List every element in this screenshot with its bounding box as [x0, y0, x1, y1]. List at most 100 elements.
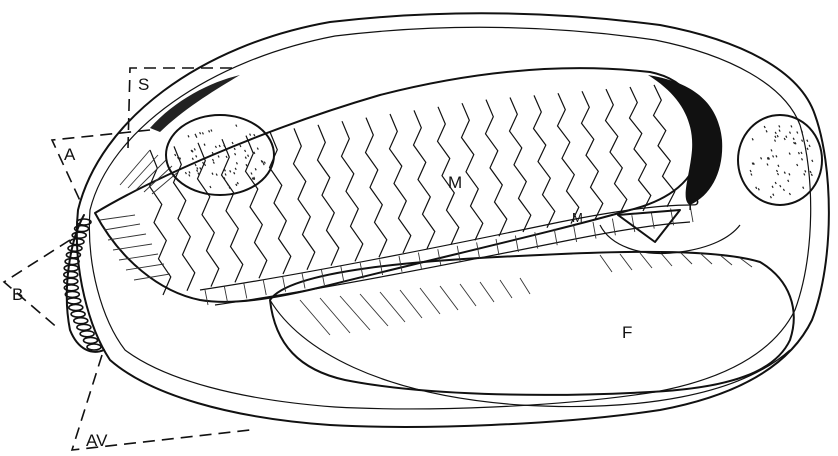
stipple-dot: [195, 164, 196, 166]
stipple-dot: [189, 174, 190, 176]
stipple-dot: [761, 157, 762, 159]
stipple-dot: [219, 145, 220, 147]
stipple-dot: [200, 167, 201, 169]
mantle-striation: [510, 98, 531, 233]
stipple-dot: [225, 174, 226, 176]
stipple-dot: [751, 174, 752, 176]
mantle-striation: [246, 136, 267, 279]
stipple-dot: [237, 182, 238, 184]
mantle-margin-upper: [200, 205, 690, 290]
mantle-margin-crossline: [205, 290, 208, 305]
stipple-dot: [797, 132, 798, 134]
stipple-dot: [789, 173, 790, 175]
stipple-dot: [786, 136, 787, 138]
stipple-dot: [767, 164, 768, 166]
stipple-dot: [784, 172, 785, 174]
mantle-striation: [294, 128, 315, 269]
stipple-dot: [788, 180, 789, 182]
stipple-dot: [777, 135, 778, 137]
mantle-striation: [366, 118, 387, 258]
mantle-margin-crossline: [612, 219, 615, 236]
stipple-dot: [234, 148, 235, 150]
stipple-dot: [235, 153, 236, 155]
stipple-dot: [209, 130, 210, 132]
stipple-dot: [801, 152, 802, 154]
shell-rim-line: [270, 300, 790, 407]
stipple-dot: [789, 193, 790, 195]
mantle-margin-crossline: [632, 215, 635, 232]
stipple-dot: [192, 158, 193, 160]
stipple-dot: [194, 148, 195, 150]
stipple-dot: [246, 164, 247, 166]
palp-lobe: [600, 225, 740, 253]
mantle-margin-crossline: [593, 222, 596, 239]
stipple-dot: [803, 187, 804, 189]
mantle-margin-crossline: [496, 239, 499, 255]
stipple-dot: [251, 173, 252, 175]
mantle-striation: [462, 103, 483, 240]
stipple-dot: [245, 150, 246, 152]
stipple-dot: [235, 168, 236, 170]
stipple-dot: [185, 172, 186, 174]
stipple-dot: [811, 174, 812, 176]
stipple-dot: [248, 155, 249, 157]
stipple-dot: [196, 136, 197, 138]
stipple-dot: [226, 156, 227, 158]
stipple-dot: [775, 140, 776, 142]
inner-shell-outline: [89, 27, 810, 409]
stipple-dot: [807, 140, 808, 142]
stipple-dot: [778, 165, 779, 167]
stipple-dot: [196, 155, 197, 157]
stipple-dot: [257, 148, 258, 150]
stipple-dot: [775, 136, 776, 138]
stipple-dot: [784, 138, 785, 140]
mantle-striation: [342, 121, 363, 261]
stipple-dot: [236, 125, 237, 127]
mantle-striation: [582, 91, 603, 219]
stipple-dot: [783, 189, 784, 191]
mantle-striation: [606, 89, 627, 215]
stipple-dot: [789, 153, 790, 155]
posterior-adductor-muscle: [738, 115, 822, 205]
stipple-dot: [175, 154, 176, 156]
label-f: F: [622, 323, 632, 342]
stipple-dot: [773, 194, 774, 196]
stipple-dot: [202, 132, 203, 134]
stipple-dot: [775, 182, 776, 184]
label-m-margin: M: [572, 210, 583, 225]
stipple-dot: [198, 173, 199, 175]
stipple-dot: [804, 173, 805, 175]
siphon-ridge: [80, 331, 94, 337]
label-b: B: [12, 285, 23, 304]
stipple-dot: [773, 155, 774, 157]
stipple-dot: [204, 144, 205, 146]
mantle-margin-lower: [215, 222, 690, 305]
stipple-dot: [777, 170, 778, 172]
mantle-margin-crossline: [263, 280, 266, 295]
anterior-adductor-muscle: [166, 115, 274, 195]
dorsal-dark-sliver: [150, 75, 240, 132]
siphon-ridge: [64, 265, 78, 271]
stipple-dot: [766, 130, 767, 132]
stipple-dot: [197, 170, 198, 172]
stipple-dot: [205, 164, 206, 166]
stipple-dot: [189, 171, 190, 173]
mantle-striation: [198, 143, 219, 287]
foot: [270, 252, 794, 395]
stipple-dot: [211, 130, 212, 132]
mantle-striation: [414, 110, 435, 248]
stipple-dot: [793, 138, 794, 140]
stipple-dot: [802, 140, 803, 142]
stipple-dot: [807, 148, 808, 150]
siphon-ridge: [68, 245, 82, 251]
siphon-ridge: [77, 324, 91, 330]
stipple-dot: [213, 159, 214, 161]
stipple-dot: [805, 170, 806, 172]
siphon-ridge: [69, 305, 83, 311]
anterior-lip-hatching: [100, 215, 170, 280]
siphon-ridge: [74, 318, 88, 324]
stipple-dot: [263, 163, 264, 165]
foot-shading: [300, 252, 752, 335]
stipple-dot: [797, 164, 798, 166]
